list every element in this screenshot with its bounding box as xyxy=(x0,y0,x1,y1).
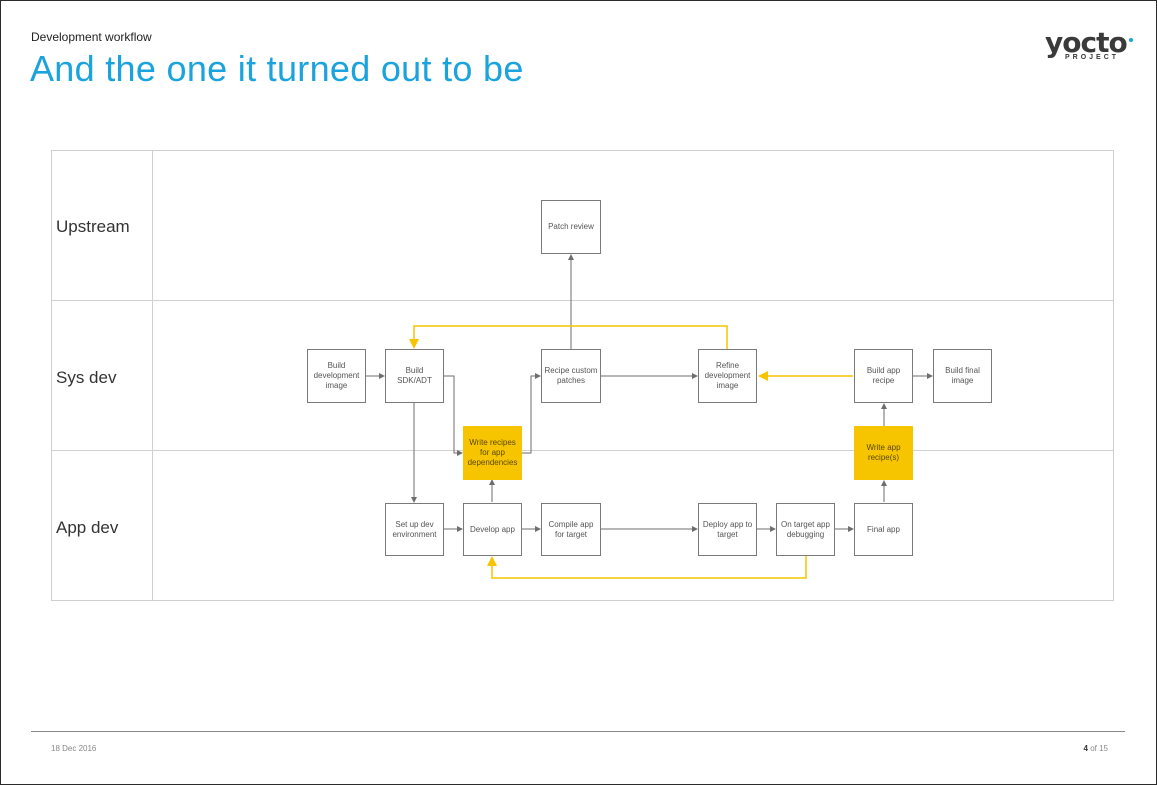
edge-debug-back-to-develop xyxy=(487,556,807,579)
node-build-app-recipe: Build app recipe xyxy=(854,349,913,403)
node-build-sdk-adt: Build SDK/ADT xyxy=(385,349,444,403)
lane-label-upstream: Upstream xyxy=(56,217,130,236)
node-set-up-dev-environment: Set up dev environment xyxy=(385,503,444,556)
page-total: of 15 xyxy=(1087,744,1108,753)
slide-title: And the one it turned out to be xyxy=(30,48,524,89)
edge-write-recipes-to-recipe-patches xyxy=(522,373,541,454)
node-compile-app-for-target: Compile app for target xyxy=(541,503,601,556)
logo-wordmark: yocto xyxy=(1045,26,1128,59)
node-final-app: Final app xyxy=(854,503,913,556)
yellow-feedback-connectors xyxy=(409,325,853,579)
edge-sdk-to-write-recipes xyxy=(444,375,463,456)
swimlane-frame xyxy=(51,150,1114,601)
node-refine-development-image: Refine development image xyxy=(698,349,757,403)
page-number: 4 of 15 xyxy=(1060,744,1108,753)
node-build-development-image: Build development image xyxy=(307,349,366,403)
page-current: 4 xyxy=(1083,744,1088,753)
node-deploy-app-to-target: Deploy app to target xyxy=(698,503,757,556)
node-write-app-recipes: Write app recipe(s) xyxy=(854,426,913,480)
logo-subtext: PROJECT xyxy=(1065,54,1120,61)
lane-label-app-dev: App dev xyxy=(56,518,119,537)
footer-divider xyxy=(31,731,1125,732)
gray-connectors xyxy=(366,254,933,532)
logo-dot-icon xyxy=(1129,38,1133,42)
node-build-final-image: Build final image xyxy=(933,349,992,403)
node-recipe-custom-patches: Recipe custom patches xyxy=(541,349,601,403)
node-write-recipes-for-app-dependencies: Write recipes for app dependencies xyxy=(463,426,522,480)
yocto-logo: yocto PROJECT xyxy=(1045,26,1140,66)
node-develop-app: Develop app xyxy=(463,503,522,556)
footer-date: 18 Dec 2016 xyxy=(51,744,97,753)
node-on-target-app-debugging: On target app debugging xyxy=(776,503,835,556)
lane-label-sys-dev: Sys dev xyxy=(56,368,117,387)
section-label: Development workflow xyxy=(31,30,152,44)
edge-refine-back-to-sdk xyxy=(409,325,728,350)
node-patch-review: Patch review xyxy=(541,200,601,254)
